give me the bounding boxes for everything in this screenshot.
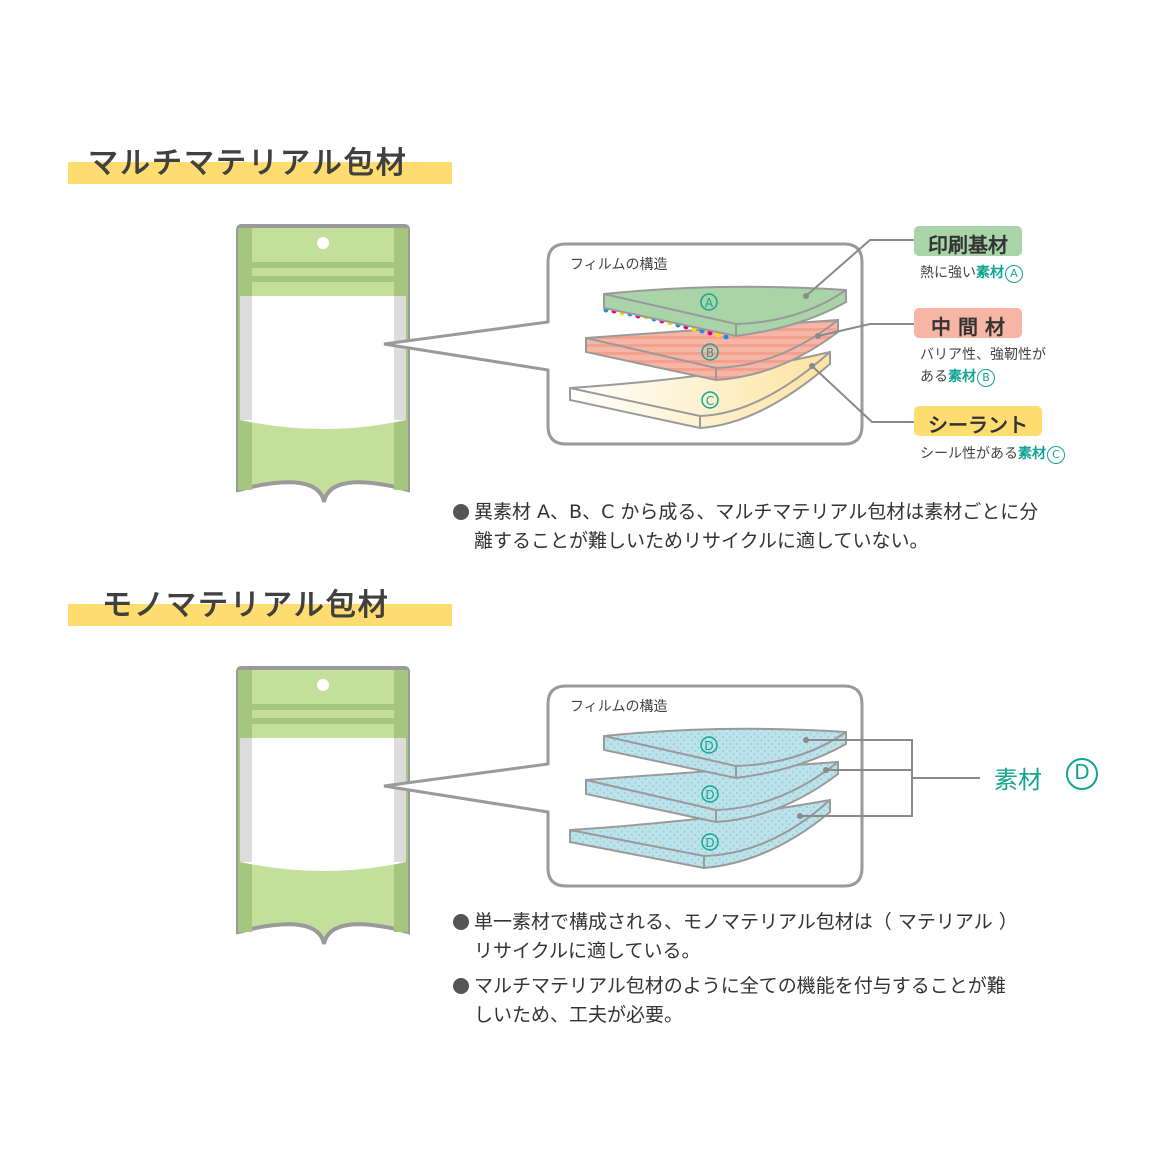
pouch-icon — [236, 666, 410, 945]
layer-mark-d: D — [701, 785, 719, 803]
mark-a: A — [1005, 265, 1023, 283]
title-highlight — [68, 162, 452, 184]
svg-text:D: D — [704, 739, 713, 753]
page-title: モノマテリアル包材 — [102, 588, 390, 623]
material-mark-circle — [1066, 758, 1098, 790]
svg-text:A: A — [705, 296, 714, 310]
leader-lines — [805, 239, 916, 423]
layer-mark-c: C — [701, 391, 719, 409]
layer-mark-d: D — [700, 736, 718, 754]
bullet-icon — [453, 914, 469, 930]
title-highlight — [68, 604, 452, 626]
layer-mark-b: B — [701, 343, 719, 361]
material-mark: D — [1074, 760, 1090, 784]
svg-text:B: B — [706, 346, 714, 360]
page-title: マルチマテリアル包材 — [88, 146, 408, 181]
film-layer-icon — [585, 760, 839, 824]
section-title-mono: モノマテリアル包材 — [68, 580, 452, 626]
film-layer-icon — [569, 798, 831, 870]
layer-mark-d: D — [701, 833, 719, 851]
pouch-icon — [236, 224, 410, 503]
leader-lines — [800, 739, 980, 817]
section-title-multi: マルチマテリアル包材 — [68, 138, 452, 184]
film-layer-icon — [585, 318, 839, 382]
label-pill-a — [914, 226, 1022, 256]
note-multi: 異素材 A、B、C から成る、マルチマテリアル包材は素材ごとに分 離することが難… — [474, 501, 1039, 552]
svg-text:C: C — [706, 394, 714, 408]
label-pill-c — [914, 406, 1042, 436]
film-caption: フィルムの構造 — [570, 257, 668, 273]
bullet-icon — [453, 978, 469, 994]
film-caption: フィルムの構造 — [570, 699, 668, 715]
material-label: 素材 — [994, 766, 1042, 794]
bullet-icon — [453, 504, 469, 520]
label-pill-b — [914, 308, 1022, 338]
note-mono-1: 単一素材で構成される、モノマテリアル包材は（ マテリアル ） リサイクルに適して… — [474, 911, 1018, 962]
film-layer-icon — [603, 285, 847, 338]
mark-b: B — [977, 369, 995, 387]
label-b: 中 間 材 — [931, 315, 1005, 339]
label-c: シーラント — [928, 413, 1028, 437]
svg-text:D: D — [705, 836, 714, 850]
note-mono-2: マルチマテリアル包材のように全ての機能を付与することが難 しいため、工夫が必要。 — [474, 975, 1006, 1026]
mark-c: C — [1047, 446, 1065, 464]
label-a: 印刷基材 — [928, 233, 1008, 257]
layer-mark-a: A — [700, 293, 718, 311]
svg-text:D: D — [705, 788, 714, 802]
